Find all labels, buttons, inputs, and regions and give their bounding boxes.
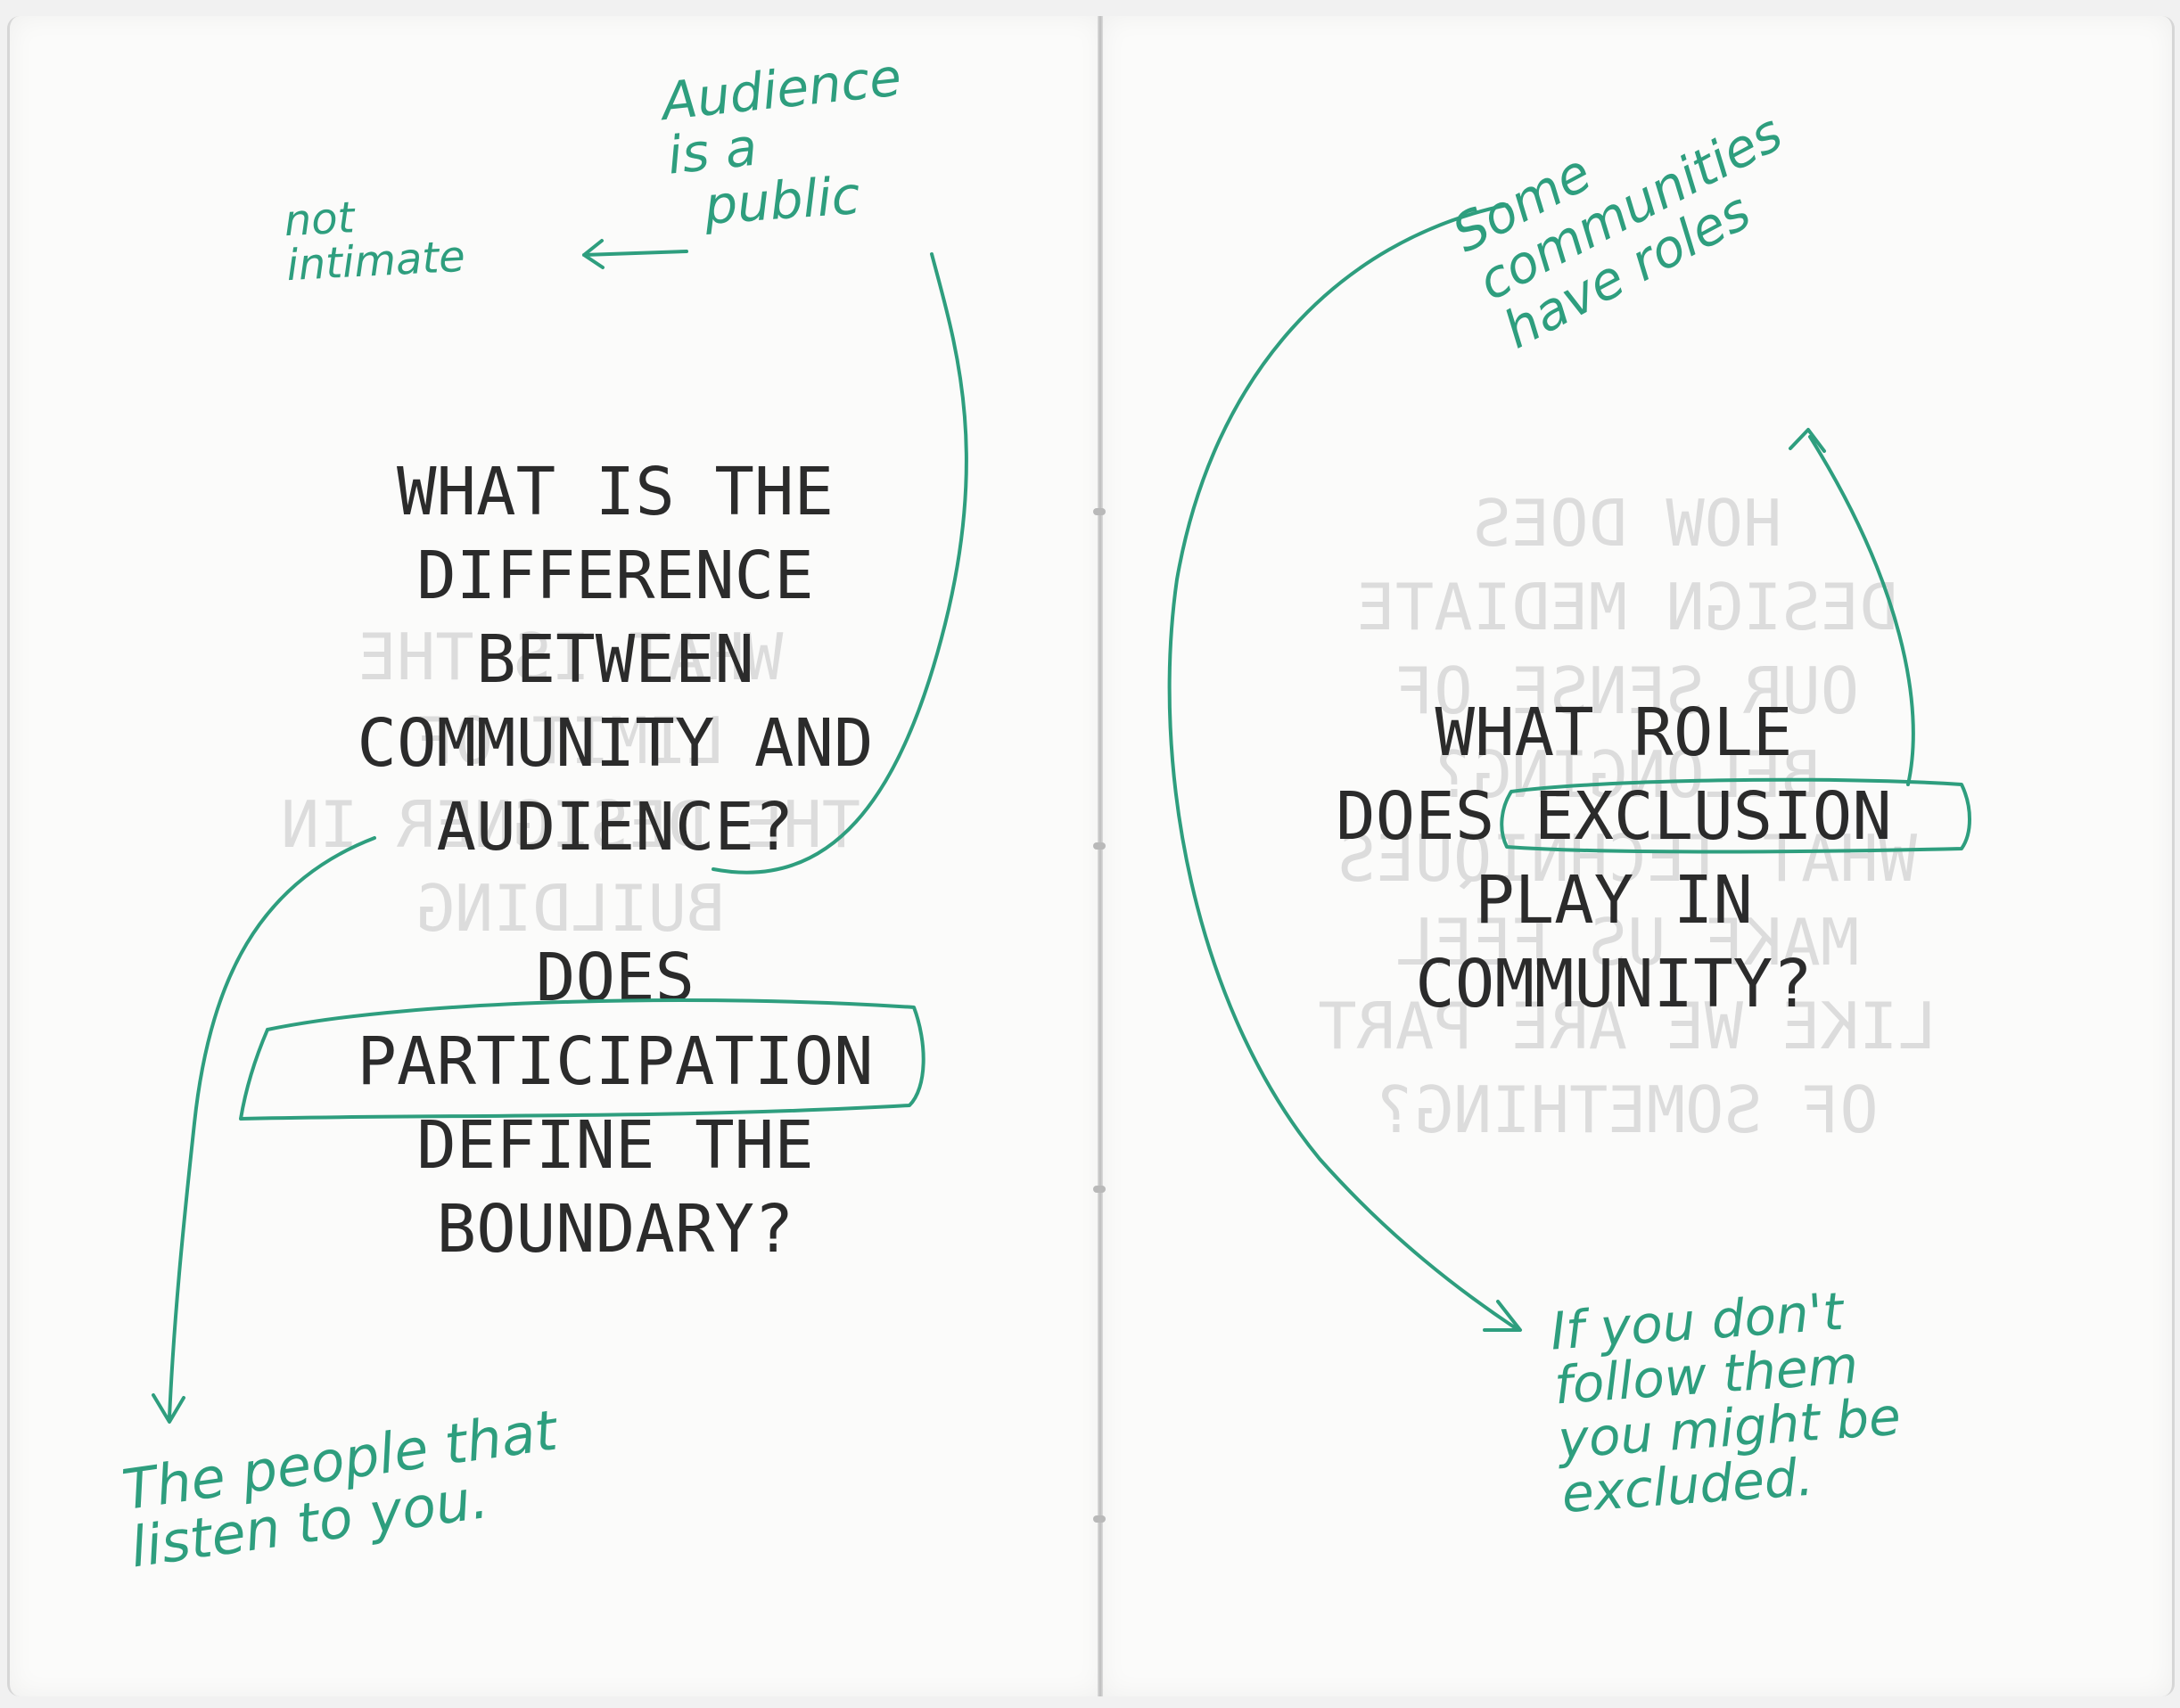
question-community-audience: WHAT IS THE DIFFERENCE BETWEEN COMMUNITY… — [357, 454, 874, 866]
question-participation: DOES PARTICIPATION DEFINE THE BOUNDARY? — [357, 940, 874, 1268]
staple-mark — [1093, 508, 1106, 515]
note-might-be-excluded: If you don't follow them you might be ex… — [1548, 1280, 1903, 1524]
note-not-intimate: not intimate — [283, 193, 467, 292]
staple-mark — [1093, 1186, 1106, 1193]
staple-mark — [1093, 842, 1106, 850]
note-public: public — [702, 164, 862, 237]
staple-mark — [1093, 1515, 1106, 1523]
question-exclusion: WHAT ROLE DOES EXCLUSION PLAY IN COMMUNI… — [1336, 694, 1892, 1022]
booklet-spine — [1098, 16, 1103, 1696]
